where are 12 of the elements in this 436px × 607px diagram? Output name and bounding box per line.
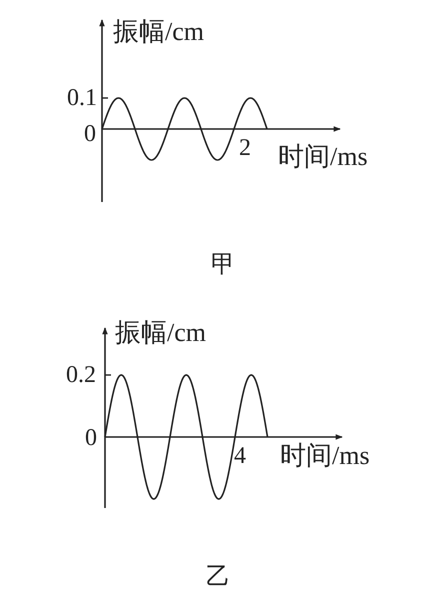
tick-label: 0 xyxy=(85,426,97,450)
tick-label: 0 xyxy=(84,122,96,146)
tick-label: 0.1 xyxy=(67,86,97,110)
axis-label: 时间/ms xyxy=(278,144,368,170)
tick-label: 0.2 xyxy=(66,363,96,387)
panel-label: 甲 xyxy=(211,253,235,277)
panel-label: 乙 xyxy=(206,565,230,589)
axis-label: 振幅/cm xyxy=(115,320,206,346)
tick-label: 4 xyxy=(234,444,246,468)
axis-label: 时间/ms xyxy=(280,443,370,469)
tick-label: 2 xyxy=(239,136,251,160)
axis-label: 振幅/cm xyxy=(113,19,204,45)
